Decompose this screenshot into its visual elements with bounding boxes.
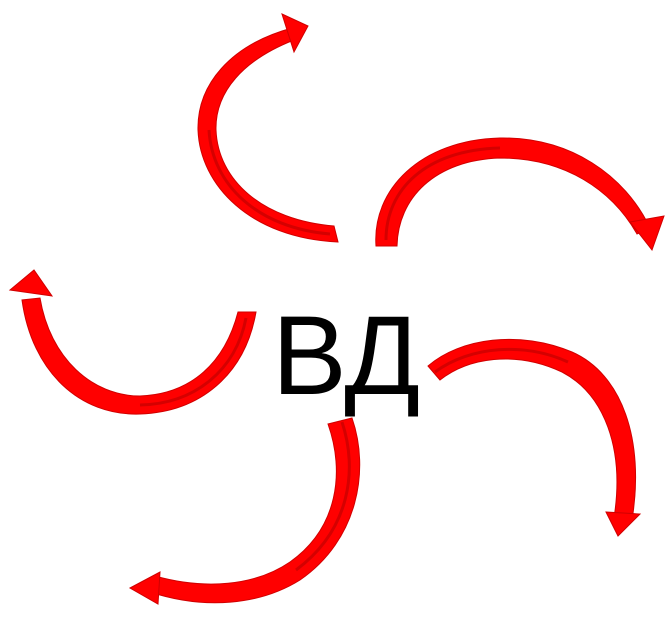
center-label: ВД (272, 293, 420, 418)
curved-arrow-bottom (130, 418, 360, 604)
curved-arrow-bottom-body (150, 418, 360, 603)
curved-arrow-left (10, 270, 256, 414)
curved-arrow-upper-right (376, 138, 664, 250)
curved-arrow-top-body (198, 28, 338, 242)
curved-arrow-lower-right-body (428, 339, 636, 520)
curved-arrow-top-shade (209, 130, 330, 234)
curved-arrow-left-body (22, 298, 256, 414)
curved-arrow-bottom-head (130, 572, 160, 604)
curved-arrow-lower-right-head (606, 512, 640, 536)
curved-arrow-top (198, 14, 338, 242)
curved-arrow-lower-right (428, 339, 640, 536)
curved-arrow-upper-right-body (376, 138, 650, 246)
curved-arrow-upper-right-head (630, 216, 664, 250)
curved-arrow-left-head (10, 270, 52, 296)
